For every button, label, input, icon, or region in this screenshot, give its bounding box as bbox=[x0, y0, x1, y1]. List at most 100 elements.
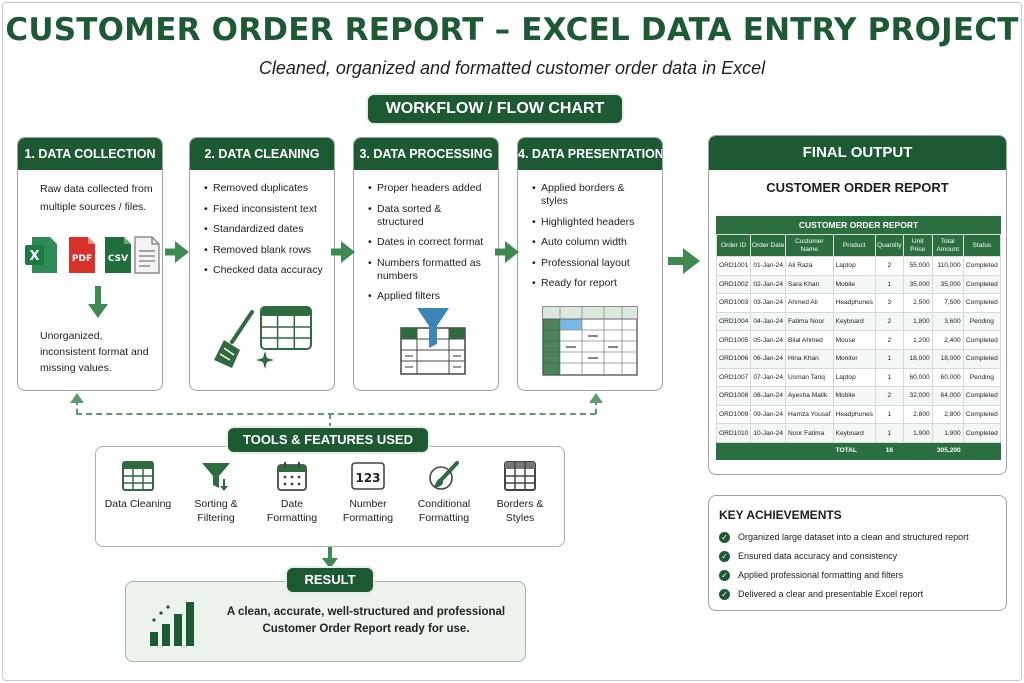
list-item: ✓Applied professional formatting and fil… bbox=[719, 570, 1006, 581]
step-title: 3. DATA PROCESSING bbox=[354, 138, 498, 170]
arrow-right-icon bbox=[495, 241, 519, 263]
arrow-right-icon bbox=[668, 248, 700, 274]
list-item: ✓Ensured data accuracy and consistency bbox=[719, 551, 1006, 562]
page-subtitle: Cleaned, organized and formatted custome… bbox=[258, 58, 766, 78]
table-cell: 1,200 bbox=[902, 330, 933, 350]
list-item: Numbers formatted as numbers bbox=[368, 257, 490, 283]
result-title: RESULT bbox=[287, 568, 373, 592]
step-items: Removed duplicates Fixed inconsistent te… bbox=[190, 170, 334, 277]
column-header: Total Amount bbox=[931, 234, 964, 257]
file-icons: X PDF CSV bbox=[18, 228, 162, 286]
table-cell: 1 bbox=[874, 404, 904, 425]
list-item: Removed duplicates bbox=[204, 182, 326, 195]
grid-borders-icon bbox=[504, 461, 536, 491]
list-item: Proper headers added bbox=[368, 182, 490, 195]
bar-chart-growth-icon bbox=[150, 602, 194, 646]
arrow-up-icon bbox=[589, 393, 603, 403]
tool-label: Conditional Formatting bbox=[417, 498, 471, 524]
table-cell: Completed bbox=[962, 330, 1002, 350]
table-cell: 1 bbox=[874, 367, 904, 388]
table-cell: Completed bbox=[962, 348, 1002, 369]
step-title: 4. DATA PRESENTATION bbox=[518, 138, 662, 170]
table-cell: Completed bbox=[962, 274, 1002, 295]
table-cell: 06-Jan-24 bbox=[750, 348, 787, 369]
result-text: A clean, accurate, well-structured and p… bbox=[226, 606, 506, 635]
arrow-up-icon bbox=[70, 393, 84, 403]
table-cell: 07-Jan-24 bbox=[750, 367, 787, 388]
step-data-processing: 3. DATA PROCESSING Proper headers added … bbox=[353, 137, 499, 391]
page-title: CUSTOMER ORDER REPORT – EXCEL DATA ENTRY… bbox=[5, 12, 1019, 48]
table-cell: 1,900 bbox=[931, 423, 964, 443]
step-title: 1. DATA COLLECTION bbox=[18, 138, 162, 170]
table-cell: Ali Raza bbox=[785, 256, 834, 276]
broom-icon bbox=[214, 310, 254, 368]
tools-title: TOOLS & FEATURES USED bbox=[228, 428, 428, 452]
table-cell: 35,000 bbox=[902, 274, 933, 295]
total-quantity: 16 bbox=[874, 441, 904, 460]
tools-panel: Data Cleaning Sorting & Filtering Date F… bbox=[95, 446, 565, 547]
tool-item: Sorting & Filtering bbox=[180, 461, 252, 525]
svg-text:X: X bbox=[29, 249, 39, 264]
list-item: Professional layout bbox=[532, 257, 654, 270]
list-item: Applied filters bbox=[368, 290, 490, 303]
table-header-row: Order ID Order Date Customer Name Produc… bbox=[715, 234, 1002, 257]
table-total-row: TOTAL 16 305,200 bbox=[716, 441, 1002, 460]
table-cell: Hina Khan bbox=[785, 348, 834, 369]
list-item: Standardized dates bbox=[204, 223, 326, 236]
tool-item: Data Cleaning bbox=[102, 461, 174, 511]
table-cell: Completed bbox=[962, 386, 1002, 406]
tool-item: 123 Number Formatting bbox=[332, 461, 404, 525]
list-item: ✓Organized large dataset into a clean an… bbox=[719, 532, 1006, 543]
table-cell: 2,800 bbox=[931, 404, 964, 425]
table-cell: Headphones bbox=[832, 293, 876, 313]
table-cell: Completed bbox=[962, 256, 1002, 276]
key-achievements-title: KEY ACHIEVEMENTS bbox=[719, 508, 842, 522]
table-cell: ORD1002 bbox=[715, 274, 752, 295]
table-cell: Keyboard bbox=[832, 311, 876, 332]
step-items: Proper headers added Data sorted & struc… bbox=[354, 170, 498, 303]
table-cell: 1 bbox=[874, 348, 904, 369]
table-cell: 02-Jan-24 bbox=[750, 274, 787, 295]
table-cell: Laptop bbox=[832, 256, 876, 276]
svg-text:123: 123 bbox=[355, 471, 380, 485]
table-cell: ORD1008 bbox=[715, 386, 752, 406]
table-icon bbox=[122, 461, 154, 491]
table-cell: Hamza Yousaf bbox=[785, 404, 834, 425]
list-item: Dates in correct format bbox=[368, 236, 490, 249]
table-cell: 1,800 bbox=[902, 311, 933, 332]
list-item: Auto column width bbox=[532, 236, 654, 249]
tool-label: Borders & Styles bbox=[496, 498, 544, 524]
table-cell: Keyboard bbox=[832, 423, 876, 443]
text-document-icon bbox=[134, 236, 160, 274]
list-item: Highlighted headers bbox=[532, 216, 654, 229]
table-cell: 1,900 bbox=[902, 423, 933, 443]
table-cell: 64,000 bbox=[931, 386, 964, 406]
dashed-connector bbox=[76, 413, 596, 415]
arrow-down-icon bbox=[322, 547, 338, 569]
table-cell: ORD1004 bbox=[715, 311, 752, 332]
step-data-cleaning: 2. DATA CLEANING Removed duplicates Fixe… bbox=[189, 137, 335, 391]
table-cell: 2 bbox=[874, 330, 904, 350]
step-title: 2. DATA CLEANING bbox=[190, 138, 334, 170]
table-cell: Completed bbox=[962, 293, 1002, 313]
table-cell: 18,000 bbox=[902, 348, 933, 369]
tool-item: Borders & Styles bbox=[484, 461, 556, 525]
table-cell: 2 bbox=[874, 386, 904, 406]
table-cell: Sara Khan bbox=[785, 274, 834, 295]
filter-funnel-data-icon bbox=[400, 308, 466, 375]
table-cell: Bilal Ahmed bbox=[785, 330, 834, 350]
report-title: CUSTOMER ORDER REPORT bbox=[766, 180, 949, 195]
check-circle-icon: ✓ bbox=[719, 532, 730, 543]
table-cell: 2 bbox=[874, 311, 904, 332]
calendar-icon bbox=[277, 462, 307, 491]
column-header: Customer Name bbox=[785, 234, 834, 257]
list-item: Data sorted & structured bbox=[368, 203, 490, 229]
list-item: Ready for report bbox=[532, 277, 654, 290]
arrow-right-icon bbox=[165, 241, 189, 263]
step-data-presentation: 4. DATA PRESENTATION Applied borders & s… bbox=[517, 137, 663, 391]
